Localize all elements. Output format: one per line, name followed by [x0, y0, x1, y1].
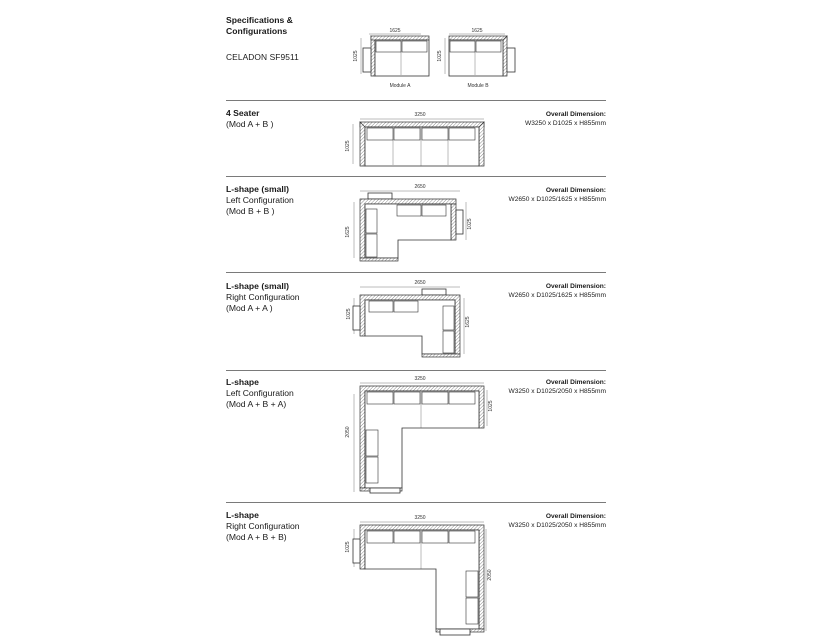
module-a-depth: 1025 [353, 50, 359, 61]
divider [226, 272, 606, 273]
config-4-seater-dimension: Overall Dimension: W3250 x D1025 x H855m… [525, 110, 606, 128]
width-label: 3250 [414, 376, 425, 382]
width-label: 3250 [414, 112, 425, 118]
dim-value: W3250 x D1025 x H855mm [525, 120, 606, 127]
width-label: 2650 [414, 280, 425, 286]
dim-label: Overall Dimension: [545, 111, 606, 118]
depth-b-label: 2050 [487, 569, 493, 580]
dim-value: W2650 x D1025/1625 x H855mm [508, 292, 607, 299]
width-label: 3250 [414, 515, 425, 521]
config-orientation: Left Configuration [226, 195, 294, 205]
config-modules: (Mod A + A ) [226, 303, 273, 313]
config-modules: (Mod A + B + B) [226, 532, 287, 542]
depth-b-label: 1625 [465, 316, 471, 327]
dim-label: Overall Dimension: [545, 379, 606, 386]
dim-value: W3250 x D1025/2050 x H855mm [508, 522, 607, 529]
dim-value: W2650 x D1025/1625 x H855mm [508, 196, 607, 203]
config-lshape-right-drawing: 3250 1025 2050 [345, 515, 493, 636]
config-lshape-small-right-drawing: 2650 1025 1625 [346, 280, 471, 358]
module-b-width: 1625 [471, 28, 482, 34]
config-4-seater-drawing: 3250 1025 [345, 112, 485, 167]
depth-b-label: 1025 [467, 218, 473, 229]
module-a-width: 1625 [389, 28, 400, 34]
config-4-seater-title: 4 Seater (Mod A + B ) [226, 108, 336, 130]
divider [226, 502, 606, 503]
config-lshape-right-title: L-shape Right Configuration (Mod A + B +… [226, 510, 336, 543]
dim-label: Overall Dimension: [545, 283, 606, 290]
config-modules: (Mod B + B ) [226, 206, 275, 216]
config-lshape-small-left-title: L-shape (small) Left Configuration (Mod … [226, 184, 336, 217]
config-orientation: Left Configuration [226, 388, 294, 398]
model-name: CELADON SF9511 [226, 52, 299, 62]
config-lshape-left-drawing: 3250 2050 1025 [345, 376, 494, 494]
module-b-depth: 1025 [437, 50, 443, 61]
module-b-drawing: 1625 1025 Module B [437, 28, 516, 89]
module-diagrams: 1625 1025 Module A 1625 1025 [353, 28, 516, 89]
config-orientation: Right Configuration [226, 292, 300, 302]
dim-value: W3250 x D1025/2050 x H855mm [508, 388, 607, 395]
module-a-label: Module A [390, 83, 412, 89]
depth-a-label: 1025 [346, 308, 352, 319]
depth-b-label: 1025 [488, 400, 494, 411]
depth-a-label: 1625 [345, 226, 351, 237]
depth-a-label: 1025 [345, 541, 351, 552]
module-b-label: Module B [467, 83, 489, 89]
depth-label: 1025 [345, 140, 351, 151]
config-name: L-shape [226, 510, 259, 520]
module-a-drawing: 1625 1025 Module A [353, 28, 430, 89]
config-lshape-left-title: L-shape Left Configuration (Mod A + B + … [226, 377, 336, 410]
divider [226, 370, 606, 371]
config-modules: (Mod A + B + A) [226, 399, 287, 409]
divider [226, 176, 606, 177]
config-lshape-small-right-title: L-shape (small) Right Configuration (Mod… [226, 281, 336, 314]
config-orientation: Right Configuration [226, 521, 300, 531]
dim-label: Overall Dimension: [545, 513, 606, 520]
config-name: 4 Seater [226, 108, 260, 118]
depth-a-label: 2050 [345, 426, 351, 437]
config-lshape-small-left-dimension: Overall Dimension: W2650 x D1025/1625 x … [509, 186, 607, 204]
config-modules: (Mod A + B ) [226, 119, 274, 129]
dim-label: Overall Dimension: [545, 187, 606, 194]
config-name: L-shape [226, 377, 259, 387]
config-lshape-small-right-dimension: Overall Dimension: W2650 x D1025/1625 x … [509, 282, 607, 300]
config-lshape-left-dimension: Overall Dimension: W3250 x D1025/2050 x … [509, 378, 607, 396]
config-name: L-shape (small) [226, 184, 290, 194]
divider [226, 100, 606, 101]
page-title: Specifications & Configurations [226, 15, 293, 36]
config-lshape-right-dimension: Overall Dimension: W3250 x D1025/2050 x … [509, 512, 607, 530]
config-lshape-small-left-drawing: 2650 1625 1025 [345, 184, 473, 262]
width-label: 2650 [414, 184, 425, 190]
config-name: L-shape (small) [226, 281, 290, 291]
